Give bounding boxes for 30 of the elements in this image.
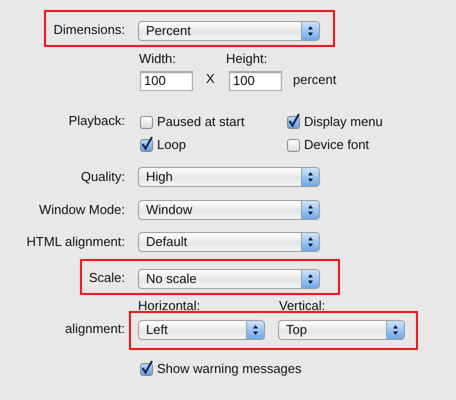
checkbox-label: Display menu [304, 114, 383, 130]
field-label: Playback: [68, 113, 125, 129]
field-label: Dimensions: [53, 22, 125, 38]
field-label: Width: [139, 51, 176, 67]
field-label: X [206, 71, 215, 87]
dropdown-select: Default [138, 232, 320, 252]
highlight-box [44, 10, 335, 47]
checkbox-label: Show warning messages [157, 361, 302, 377]
field-label: alignment: [65, 321, 125, 337]
dropdown-select: High [138, 167, 320, 187]
field-label: Quality: [80, 169, 125, 185]
field-label: Scale: [88, 270, 125, 286]
input-field: 100 [140, 71, 193, 91]
highlight-box [80, 259, 340, 295]
dropdown-select: Top [278, 320, 405, 340]
checkbox-label: Loop [157, 137, 186, 153]
checkbox-label: Device font [304, 137, 370, 153]
highlight-box [129, 311, 418, 350]
field-label: HTML alignment: [26, 234, 125, 250]
field-label: Height: [226, 51, 268, 67]
dropdown-select: Window [138, 200, 320, 220]
field-label: Window Mode: [39, 202, 125, 218]
dropdown-select: Left [138, 320, 265, 340]
checkbox-label: Paused at start [157, 114, 244, 130]
dropdown-select: No scale [138, 269, 320, 289]
field-label: Horizontal: [138, 298, 200, 314]
input-field: 100 [229, 71, 282, 91]
dropdown-select: Percent [138, 21, 320, 41]
field-label: Vertical: [279, 298, 326, 314]
field-label: percent [293, 72, 336, 88]
